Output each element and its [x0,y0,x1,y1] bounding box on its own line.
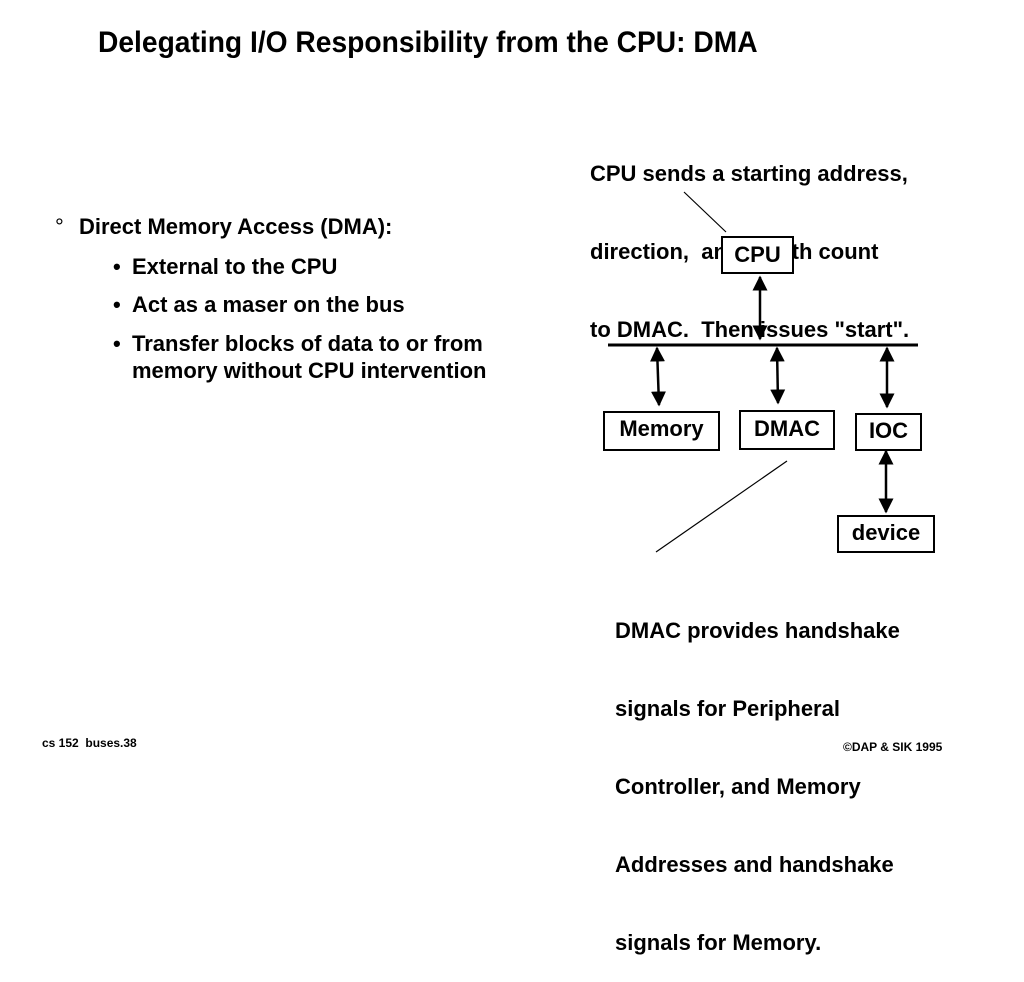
dmac-note-line: Addresses and handshake [615,852,894,877]
dmac-bus-arrow [769,346,786,405]
dmac-note-line: Controller, and Memory [615,774,861,799]
sub-bullet-1: • External to the CPU [113,253,337,280]
slide-title: Delegating I/O Responsibility from the C… [98,26,758,59]
footer-slide-id: cs 152 buses.38 [42,736,137,750]
dmac-note-line: signals for Peripheral [615,696,840,721]
sub-bullet-line: Transfer blocks of data to or from [132,331,483,356]
bullet-dot-icon: • [113,254,121,279]
bullet-main-text: Direct Memory Access (DMA): [79,214,393,239]
cpu-note-line: to DMAC. Then issues "start". [590,317,910,342]
memory-bus-arrow [649,346,667,407]
memory-box: Memory [603,411,720,451]
sub-bullet-line: memory without CPU intervention [132,358,487,383]
sub-bullet-text: External to the CPU [132,254,338,279]
device-box: device [837,515,935,553]
dmac-note-line: DMAC provides handshake [615,618,900,643]
dma-diagram [608,191,918,553]
dmac-note: DMAC provides handshake signals for Peri… [615,566,900,982]
dmac-note-pointer [655,460,788,553]
cpu-note-line: CPU sends a starting address, [590,161,908,186]
bullet-dot-icon: • [113,292,121,317]
sub-bullet-2: • Act as a maser on the bus [113,291,405,318]
cpu-box: CPU [721,236,794,274]
bullet-main: ° Direct Memory Access (DMA): [55,214,392,240]
cpu-note-pointer [683,191,727,233]
sub-bullet-text: Act as a maser on the bus [132,292,405,317]
dmac-note-line: signals for Memory. [615,930,822,955]
footer-copyright: ©DAP & SIK 1995 [843,740,943,754]
ioc-box: IOC [855,413,922,451]
degree-bullet-icon: ° [55,214,64,239]
dmac-box: DMAC [739,410,835,450]
bullet-dot-icon: • [113,331,121,356]
